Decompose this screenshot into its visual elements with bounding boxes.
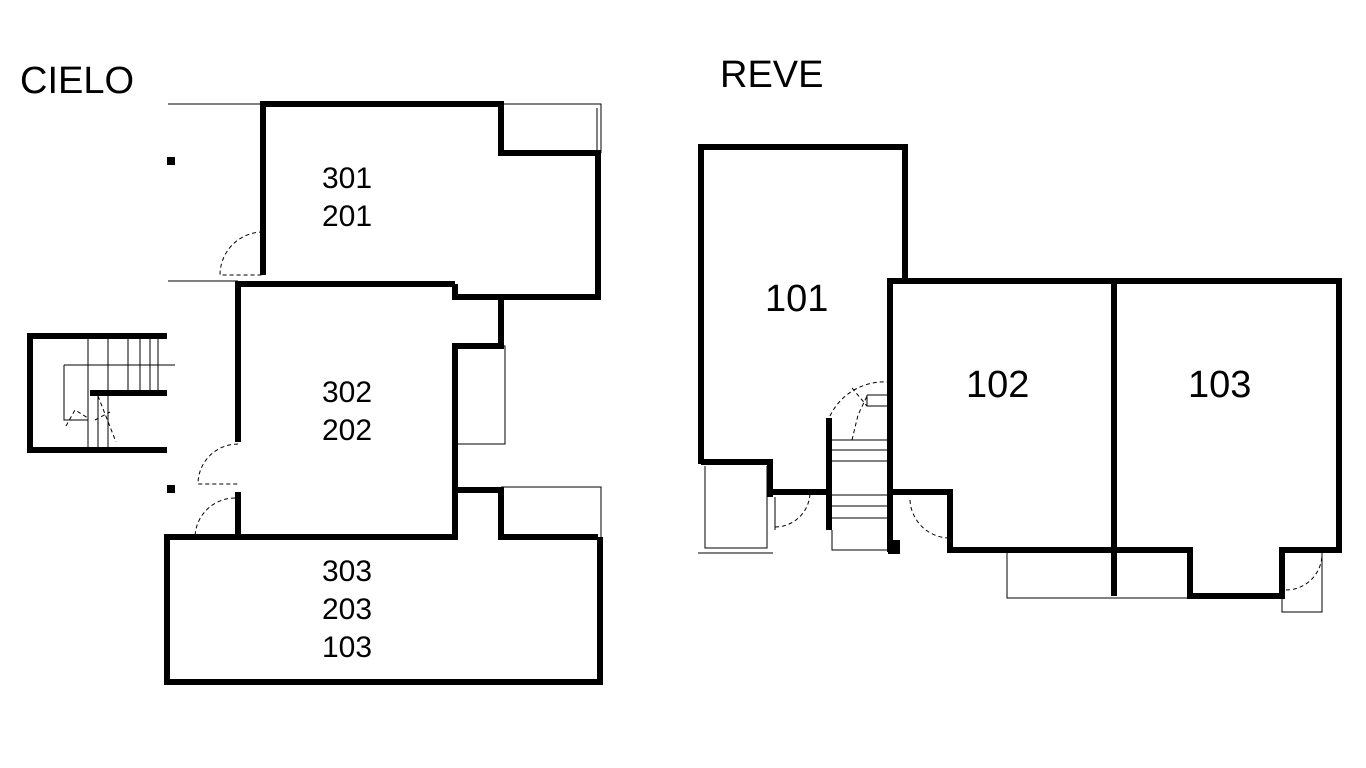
cielo-unit-302-walls (235, 281, 598, 540)
room-number: 301 (322, 162, 373, 195)
door-arc-icon (909, 499, 949, 539)
column-marker (888, 540, 900, 554)
room-number: 202 (322, 414, 373, 447)
building-title-cielo: CIELO (20, 60, 135, 102)
room-label-302-202: 302 202 (322, 374, 372, 450)
room-number: 302 (322, 376, 373, 409)
building-title-reve: REVE (720, 54, 824, 96)
room-number: 203 (322, 593, 373, 626)
room-number: 103 (322, 631, 373, 664)
reve-unit-102-103-walls (887, 278, 1342, 599)
door-arc-icon (219, 231, 264, 276)
room-label-reve-101: 101 (765, 278, 829, 320)
column-marker (167, 157, 175, 165)
cielo-unit-303-walls (164, 534, 603, 685)
room-number: 303 (322, 555, 373, 588)
door-arc-icon (194, 497, 236, 539)
cielo-unit-301-walls (260, 101, 601, 300)
room-label-reve-103: 103 (1188, 364, 1252, 406)
door-arc-icon (197, 443, 239, 485)
room-label-reve-102: 102 (966, 364, 1030, 406)
room-label-301-201: 301 201 (322, 160, 372, 236)
room-number: 201 (322, 200, 373, 233)
door-swings (65, 231, 1323, 591)
door-arc-icon (829, 381, 889, 441)
column-marker (167, 485, 175, 493)
room-label-303-203-103: 303 203 103 (322, 553, 372, 667)
door-arc-icon (774, 491, 811, 528)
thick-walls (27, 101, 1342, 685)
stair-treads (63, 339, 175, 447)
door-arc-icon (1285, 553, 1323, 591)
reve-unit-101-walls (698, 144, 908, 530)
